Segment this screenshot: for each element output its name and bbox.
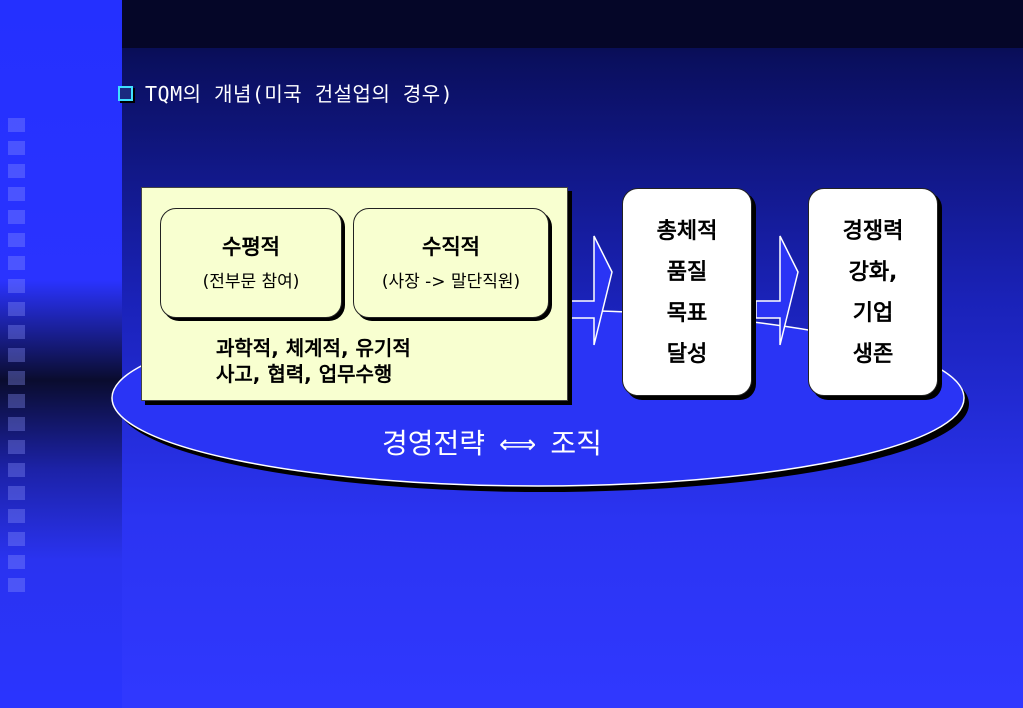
result-line: 기업: [852, 301, 894, 326]
result-line: 경쟁력: [842, 219, 904, 244]
base-caption: 경영전략 ⟺ 조직: [382, 422, 602, 462]
decor-square: [8, 394, 25, 408]
decor-square: [8, 302, 25, 316]
desc-line-1: 과학적, 체계적, 유기적: [216, 336, 411, 360]
right-arrow-icon: [567, 235, 613, 346]
decor-square: [8, 578, 25, 592]
desc-line-2: 사고, 협력, 업무수행: [216, 362, 393, 386]
decor-square: [8, 486, 25, 500]
decor-square: [8, 440, 25, 454]
decor-square: [8, 555, 25, 569]
goal-line: 총체적: [656, 219, 718, 244]
decor-square: [8, 371, 25, 385]
vertical-heading: 수직적: [422, 235, 480, 259]
decor-square: [8, 463, 25, 477]
vertical-box: 수직적 (사장 -> 말단직원): [353, 208, 549, 318]
decor-square: [8, 141, 25, 155]
decor-square: [8, 164, 25, 178]
horizontal-box: 수평적 (전부문 참여): [160, 208, 342, 318]
decor-square: [8, 348, 25, 362]
approach-description: 과학적, 체계적, 유기적 사고, 협력, 업무수행: [216, 335, 411, 387]
square-bullet-icon: [118, 86, 133, 101]
slide-title-text: TQM의 개념(미국 건설업의 경우): [145, 82, 454, 106]
decor-square: [8, 256, 25, 270]
goal-line: 달성: [666, 342, 708, 367]
decor-square: [8, 532, 25, 546]
decor-square: [8, 187, 25, 201]
top-band: [122, 0, 1023, 48]
horizontal-heading: 수평적: [222, 235, 280, 259]
decor-square: [8, 210, 25, 224]
goal-line: 목표: [666, 301, 708, 326]
left-decor-strip: [0, 0, 122, 708]
right-arrow-icon: [755, 235, 799, 346]
decor-square: [8, 233, 25, 247]
slide-title: TQM의 개념(미국 건설업의 경우): [118, 78, 453, 107]
double-arrow-icon: ⟺: [499, 430, 537, 460]
organization-label: 조직: [550, 427, 602, 460]
decor-square: [8, 417, 25, 431]
result-line: 강화,: [848, 260, 898, 285]
horizontal-sub: (전부문 참여): [202, 272, 300, 292]
decor-square: [8, 118, 25, 132]
goal-box: 총체적 품질 목표 달성: [622, 188, 752, 396]
goal-line: 품질: [666, 260, 708, 285]
result-box: 경쟁력 강화, 기업 생존: [808, 188, 938, 396]
decor-square: [8, 325, 25, 339]
decor-square: [8, 279, 25, 293]
result-line: 생존: [852, 342, 894, 367]
vertical-sub: (사장 -> 말단직원): [381, 272, 521, 292]
decor-square: [8, 509, 25, 523]
strategy-label: 경영전략: [382, 427, 486, 460]
